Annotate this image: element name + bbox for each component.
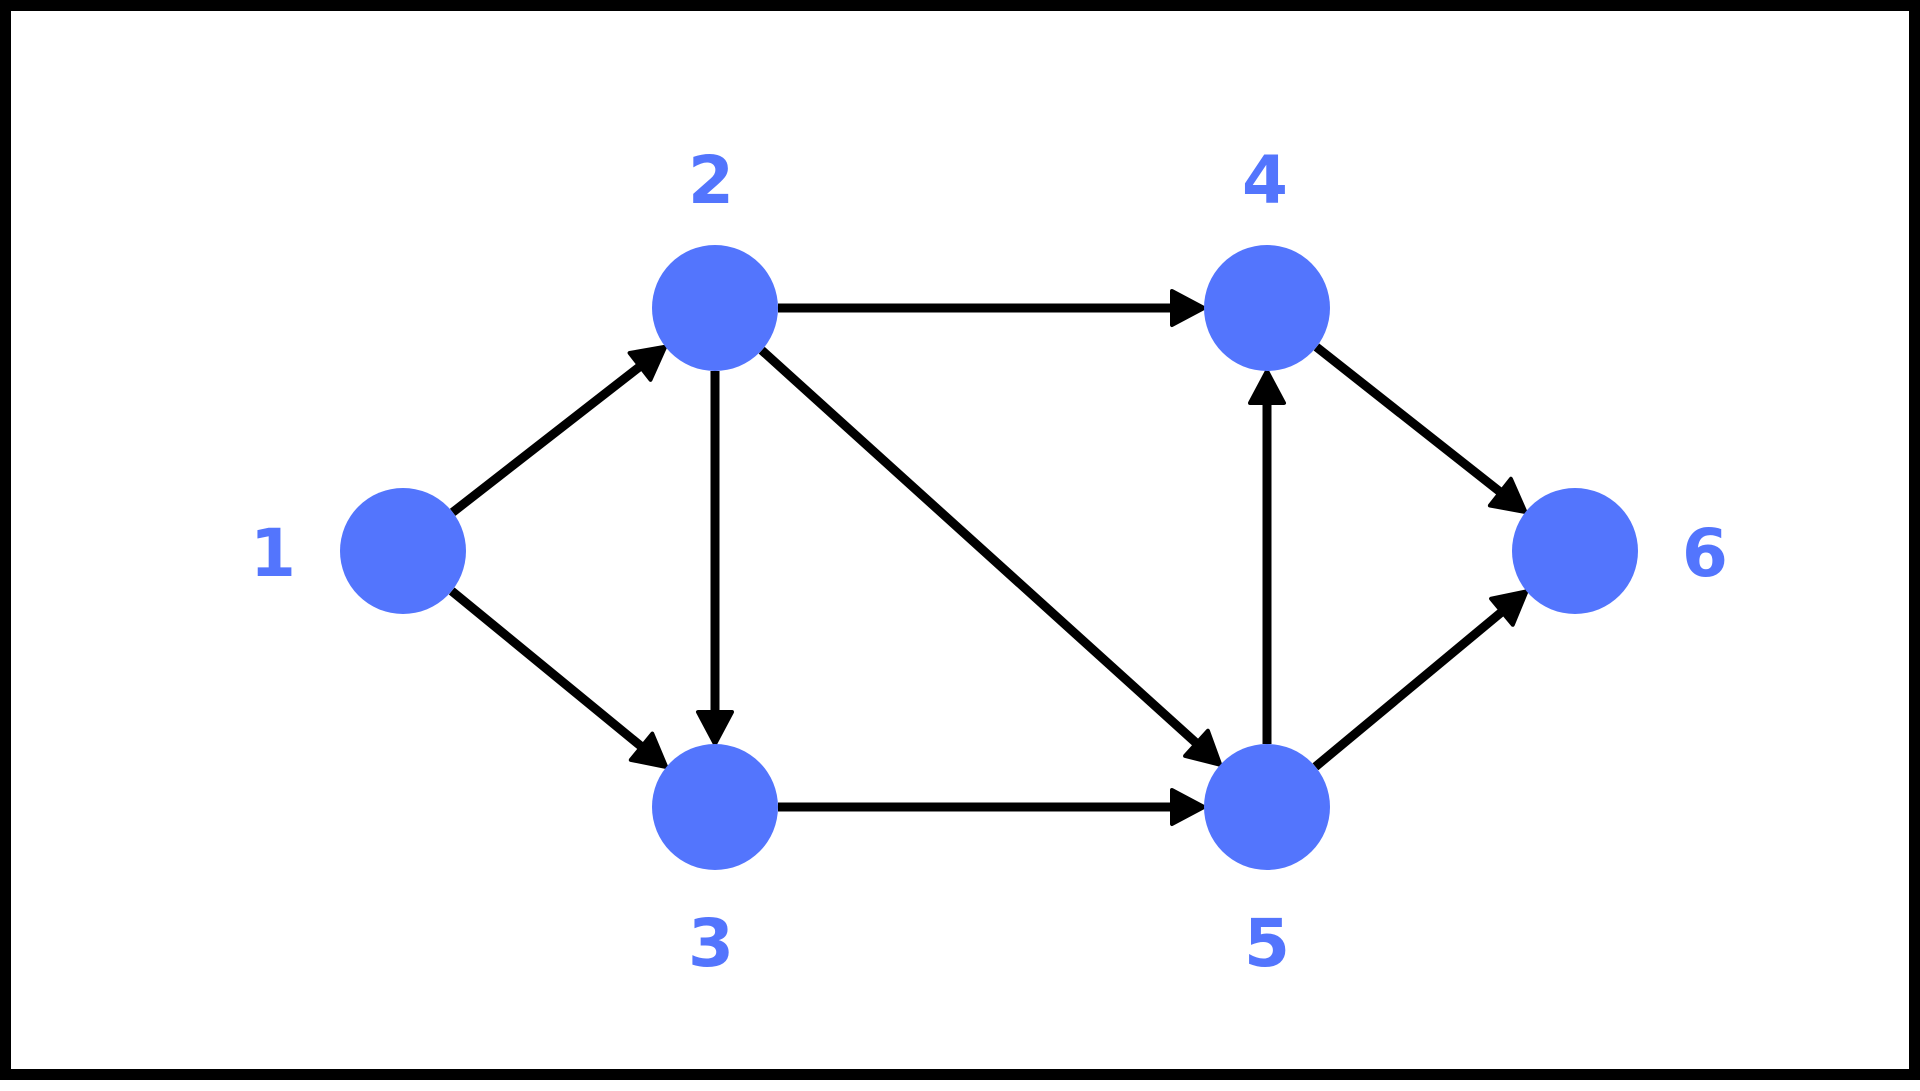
node-1 — [340, 488, 466, 614]
directed-graph: 1 2 3 4 5 6 — [250, 142, 1728, 982]
arrowhead-icon — [628, 731, 669, 769]
edge-3-to-5 — [778, 788, 1206, 826]
node-label-6: 6 — [1682, 515, 1728, 592]
node-4 — [1204, 245, 1330, 371]
edge-2-to-5 — [758, 346, 1223, 767]
node-2 — [652, 245, 778, 371]
edge-line — [758, 346, 1203, 750]
edge-line — [1312, 605, 1508, 771]
labels-layer: 1 2 3 4 5 6 — [250, 142, 1728, 982]
edge-5-to-4 — [1248, 369, 1286, 744]
edge-line — [1313, 343, 1507, 499]
node-label-1: 1 — [250, 515, 296, 592]
node-6 — [1512, 488, 1638, 614]
arrowhead-icon — [627, 344, 668, 382]
arrowhead-icon — [1248, 369, 1286, 405]
edge-1-to-2 — [449, 344, 668, 516]
arrowhead-icon — [1487, 476, 1528, 514]
arrowhead-icon — [1170, 788, 1206, 826]
edge-line — [449, 360, 646, 516]
arrowhead-icon — [1183, 728, 1223, 767]
node-label-2: 2 — [688, 142, 734, 219]
arrowhead-icon — [696, 710, 734, 746]
node-5 — [1204, 744, 1330, 870]
arrowhead-icon — [1170, 289, 1206, 327]
nodes-layer — [340, 245, 1638, 870]
edge-2-to-3 — [696, 371, 734, 746]
node-label-3: 3 — [688, 905, 734, 982]
edge-1-to-3 — [448, 587, 669, 769]
edge-line — [448, 587, 648, 753]
arrowhead-icon — [1489, 589, 1529, 627]
node-label-5: 5 — [1244, 905, 1290, 982]
node-3 — [652, 744, 778, 870]
node-label-4: 4 — [1242, 142, 1288, 219]
edge-2-to-4 — [778, 289, 1206, 327]
edge-4-to-6 — [1313, 343, 1528, 514]
edge-5-to-6 — [1312, 589, 1529, 771]
edges-layer — [448, 289, 1529, 826]
